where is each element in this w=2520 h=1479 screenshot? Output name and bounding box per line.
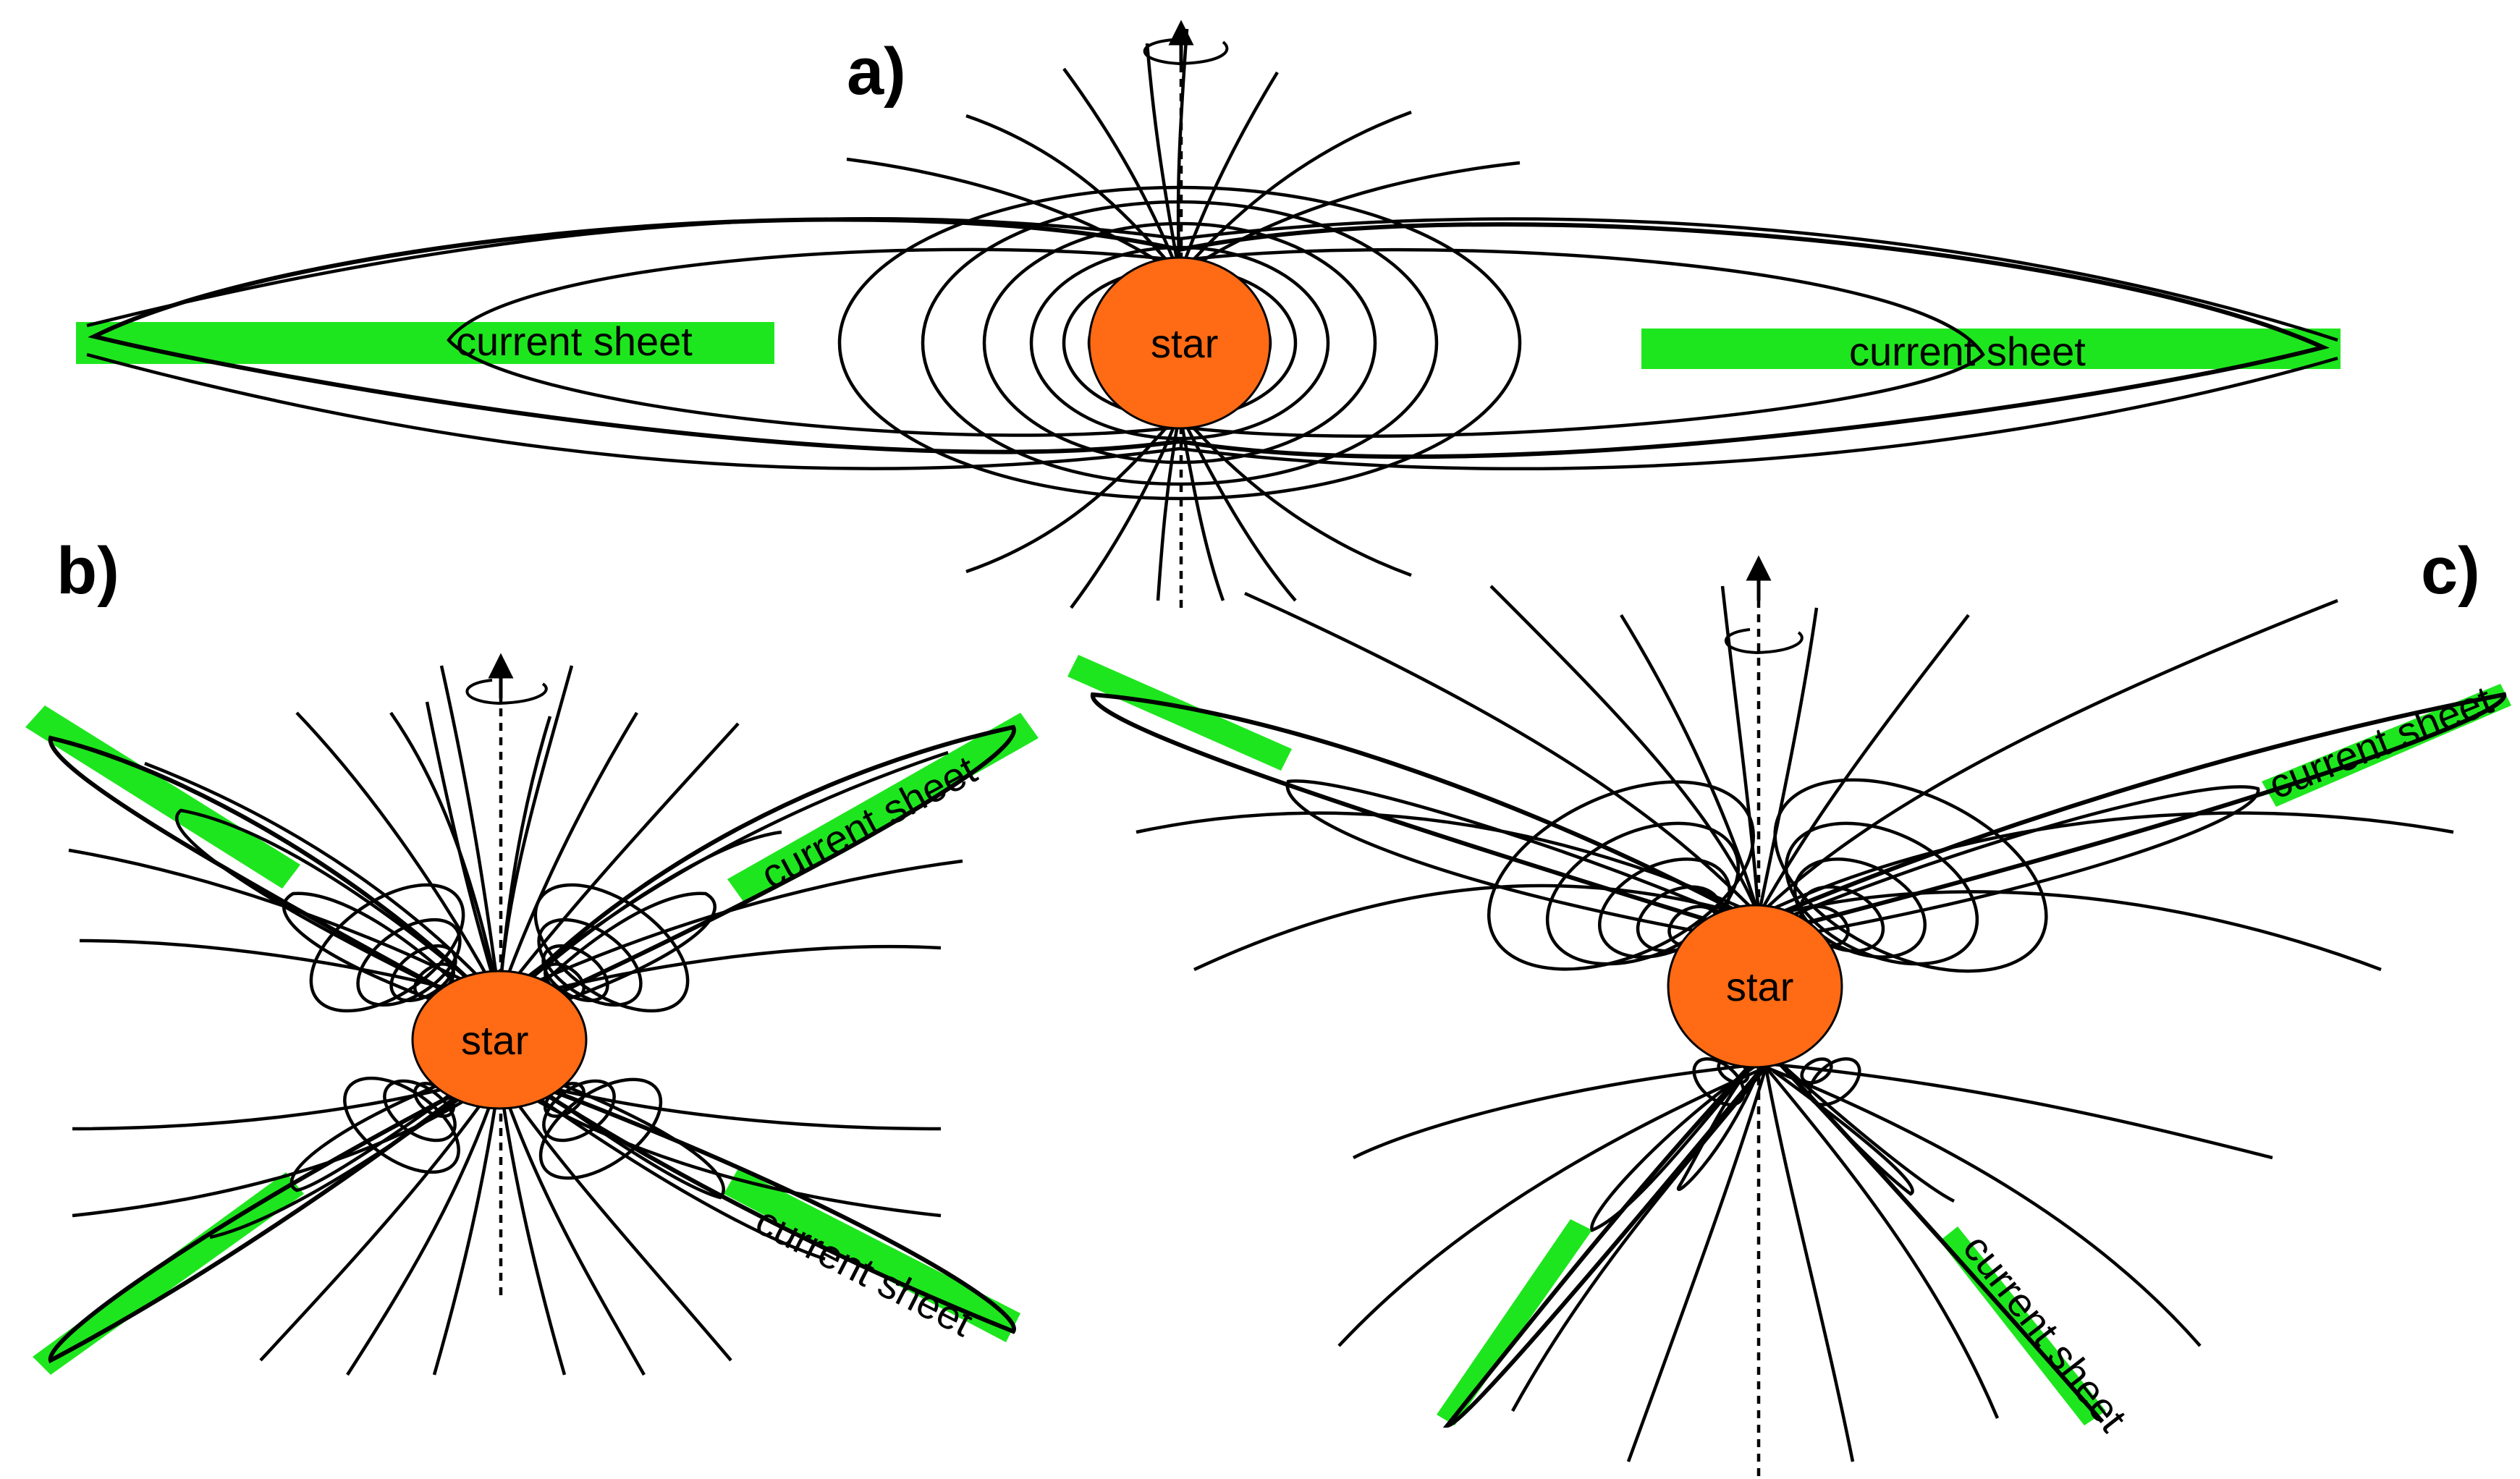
current-sheet-b-upper-left (25, 705, 300, 889)
star-label-c: star (1726, 964, 1793, 1009)
current-sheet-right-a (1641, 329, 2341, 369)
rotation-direction-icon-b (465, 679, 548, 705)
current-sheet-c-upper-right (2262, 684, 2511, 807)
field-lines-b (48, 665, 1016, 1376)
star-c (1667, 904, 1843, 1069)
panel-a-label: a) (847, 35, 906, 109)
panel-c-label: c) (2421, 534, 2480, 608)
star-a (1088, 256, 1272, 430)
current-sheet-label-a-left: current sheet (456, 318, 693, 364)
current-sheet-b-lower-right (724, 1169, 1020, 1342)
panel-a: a) current sheet current sheet (76, 20, 2341, 609)
rotation-direction-icon-c (1725, 628, 1804, 655)
star-label-b: star (461, 1017, 528, 1063)
panel-c: c) current sheet current sheet (1067, 534, 2511, 1476)
field-lines-c (1090, 585, 2507, 1462)
current-sheet-b-upper-right (727, 713, 1039, 904)
rotation-direction-icon (1143, 38, 1229, 66)
current-sheet-b-lower-left (33, 1172, 304, 1375)
panel-b: b) current sheet current sheet (25, 534, 1039, 1376)
current-sheet-label-a-right: current sheet (1849, 329, 2086, 374)
current-sheet-c-upper-left (1067, 655, 1292, 771)
star-label-a: star (1151, 321, 1218, 366)
current-sheet-c-lower-left (1437, 1219, 1592, 1425)
star-b (411, 970, 588, 1110)
panel-b-label: b) (56, 534, 119, 608)
